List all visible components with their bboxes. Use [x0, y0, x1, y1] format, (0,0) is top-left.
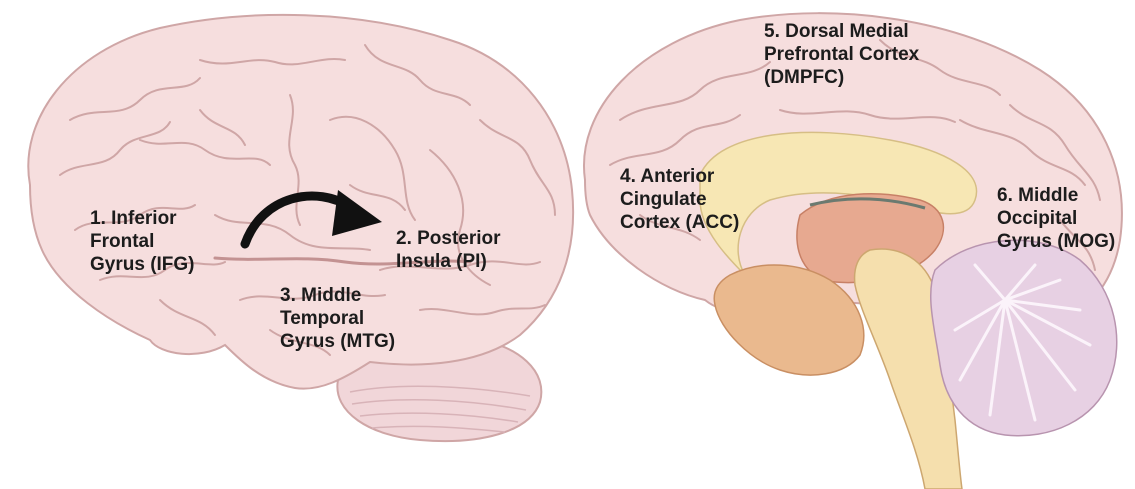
label-ifg-line1: 1. Inferior [90, 207, 195, 230]
label-middle-temporal-gyrus: 3. Middle Temporal Gyrus (MTG) [280, 284, 395, 353]
label-inferior-frontal-gyrus: 1. Inferior Frontal Gyrus (IFG) [90, 207, 195, 276]
label-mog-line1: 6. Middle [997, 184, 1115, 207]
label-anterior-cingulate-cortex: 4. Anterior Cingulate Cortex (ACC) [620, 165, 739, 234]
label-mtg-line1: 3. Middle [280, 284, 395, 307]
label-ifg-line2: Frontal [90, 230, 195, 253]
label-pi-line2: Insula (PI) [396, 250, 501, 273]
label-dorsal-medial-prefrontal-cortex: 5. Dorsal Medial Prefrontal Cortex (DMPF… [764, 20, 919, 89]
label-acc-line2: Cingulate [620, 188, 739, 211]
label-dmpfc-line2: Prefrontal Cortex [764, 43, 919, 66]
label-mog-line3: Gyrus (MOG) [997, 230, 1115, 253]
label-posterior-insula: 2. Posterior Insula (PI) [396, 227, 501, 273]
label-middle-occipital-gyrus: 6. Middle Occipital Gyrus (MOG) [997, 184, 1115, 253]
label-dmpfc-line3: (DMPFC) [764, 66, 919, 89]
label-mtg-line2: Temporal [280, 307, 395, 330]
label-mtg-line3: Gyrus (MTG) [280, 330, 395, 353]
label-acc-line3: Cortex (ACC) [620, 211, 739, 234]
label-dmpfc-line1: 5. Dorsal Medial [764, 20, 919, 43]
medial-cerebellum [931, 240, 1117, 435]
label-ifg-line3: Gyrus (IFG) [90, 253, 195, 276]
label-acc-line1: 4. Anterior [620, 165, 739, 188]
label-mog-line2: Occipital [997, 207, 1115, 230]
label-pi-line1: 2. Posterior [396, 227, 501, 250]
